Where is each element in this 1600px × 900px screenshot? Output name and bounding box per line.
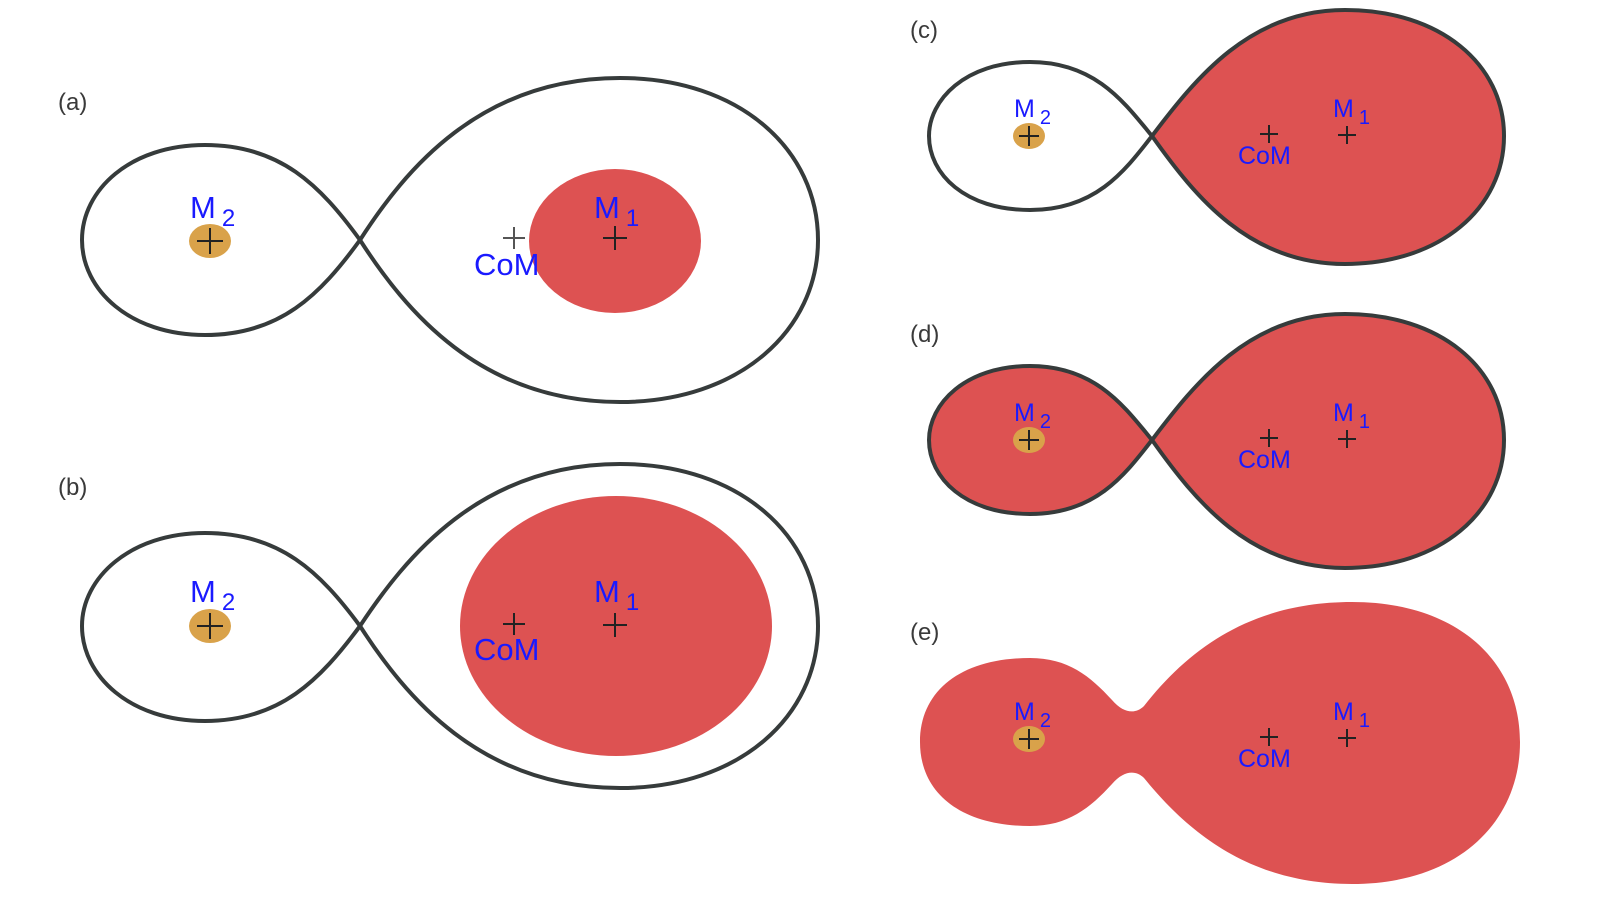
panel-label-a: (a) [58, 89, 87, 116]
com-label: CoM [1238, 745, 1291, 773]
primary-center-marker [1338, 430, 1356, 448]
companion-center-marker [1019, 729, 1039, 749]
com-marker [1260, 429, 1278, 447]
primary-center-marker [603, 226, 627, 250]
com-label: CoM [474, 632, 539, 667]
roche-lobe-outline [926, 7, 1507, 267]
roche-lobe-outline [79, 461, 821, 791]
common-envelope [920, 602, 1520, 884]
panel-label-b: (b) [58, 474, 87, 501]
primary-center-marker [603, 613, 627, 637]
com-marker [503, 613, 525, 635]
companion-center-marker [1019, 126, 1039, 146]
roche-lobe-outline [79, 75, 821, 405]
companion-center-marker [197, 613, 223, 639]
com-label: CoM [1238, 446, 1291, 474]
panel-label-c: (c) [910, 17, 938, 44]
panel-label-e: (e) [910, 619, 939, 646]
com-marker [1260, 728, 1278, 746]
panel-label-d: (d) [910, 321, 939, 348]
primary-center-marker [1338, 126, 1356, 144]
com-label: CoM [1238, 142, 1291, 170]
roche-lobe-outline [926, 311, 1507, 571]
com-label: CoM [474, 247, 539, 282]
com-marker [503, 227, 525, 249]
primary-star [1152, 10, 1504, 264]
primary-star [1152, 314, 1504, 568]
companion-center-marker [197, 228, 223, 254]
primary-center-marker [1338, 729, 1356, 747]
com-marker [1260, 125, 1278, 143]
companion-center-marker [1019, 430, 1039, 450]
